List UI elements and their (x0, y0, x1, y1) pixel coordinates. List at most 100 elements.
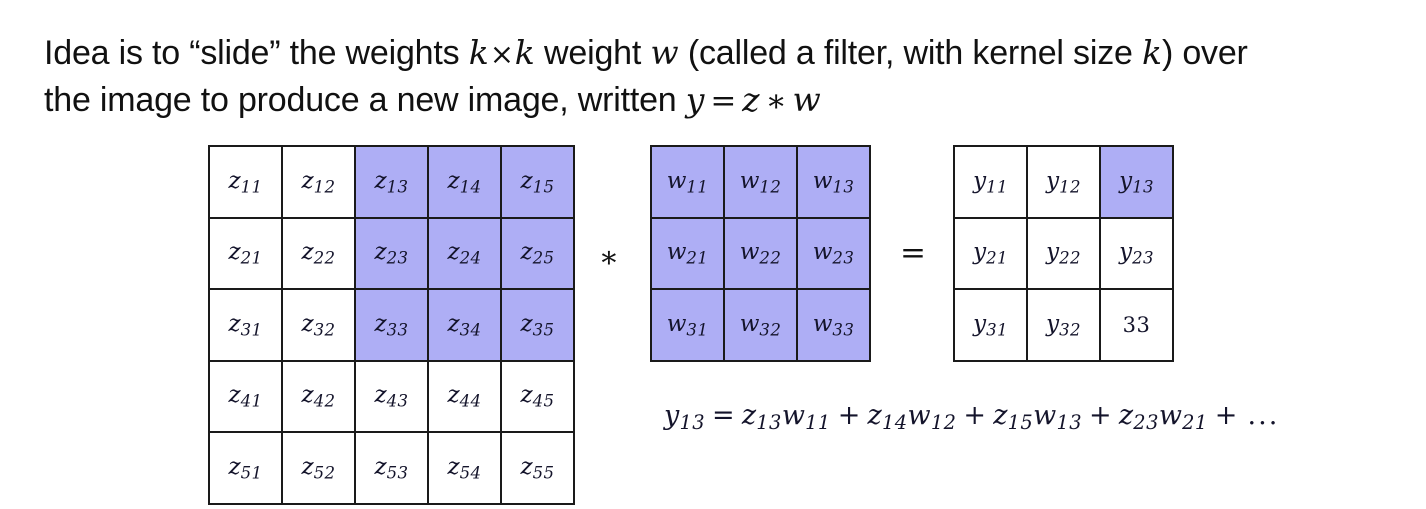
cell-subscript: 32 (759, 320, 782, 340)
term-base: z (741, 400, 757, 431)
text-segment: ) over (1161, 34, 1248, 72)
matrix-cell-z41: z41 (208, 359, 283, 434)
equation-plus: + (963, 400, 987, 431)
cell-base: w (666, 310, 687, 337)
matrix-cell-w11: w11 (650, 145, 725, 219)
term-base: z (867, 400, 882, 431)
cell-subscript: 53 (386, 463, 409, 483)
matrix-cell-w23: w23 (796, 216, 871, 291)
cell-subscript: 54 (459, 463, 482, 483)
term-subscript: 14 (881, 411, 908, 435)
matrix-cell-y13: y13 (1099, 145, 1174, 219)
math-equals-symbol: = (710, 83, 737, 119)
cell-subscript: 11 (686, 176, 709, 196)
matrix-cell-w12: w12 (723, 145, 798, 219)
matrix-cell-y23: y23 (1099, 216, 1174, 291)
cell-base: z (447, 454, 460, 481)
cell-base: z (228, 167, 241, 194)
matrix-cell-y11: y11 (953, 145, 1028, 219)
equation-product-4: z23w21 (1118, 400, 1208, 434)
cell-base: z (447, 310, 460, 337)
equation-plus: + (1214, 400, 1238, 431)
cell-base: y (1119, 167, 1133, 194)
equation-plus: + (1089, 400, 1112, 431)
cell-subscript: 35 (532, 320, 555, 340)
cell-base: z (374, 167, 387, 194)
cell-subscript: 44 (459, 391, 482, 411)
cell-base: z (228, 239, 241, 266)
matrix-cell-z22: z22 (281, 216, 356, 291)
cell-subscript: 43 (386, 391, 409, 411)
cell-subscript: 51 (240, 463, 263, 483)
cell-subscript: 24 (459, 248, 482, 268)
cell-subscript: 31 (240, 320, 263, 340)
cell-base: y (1046, 239, 1060, 266)
equation-product-1: z13w11 (741, 400, 831, 434)
matrix-cell-z25: z25 (500, 216, 575, 291)
matrix-cell-z42: z42 (281, 359, 356, 434)
term-base: z (1118, 400, 1134, 431)
cell-base: z (374, 239, 387, 266)
cell-subscript: 31 (686, 320, 709, 340)
cell-subscript: 41 (240, 391, 263, 411)
matrix-cell-z54: z54 (427, 431, 502, 505)
cell-subscript: 55 (532, 463, 555, 483)
term-subscript: 12 (930, 411, 957, 435)
matrix-cell-y32: y32 (1026, 288, 1101, 362)
matrix-cell-y22: y22 (1026, 216, 1101, 291)
cell-subscript: 32 (1059, 320, 1081, 340)
matrix-cell-z14: z14 (427, 145, 502, 219)
equation-ellipsis: ... (1247, 400, 1280, 431)
math-k-1: k (468, 33, 489, 72)
cell-base: z (228, 382, 241, 409)
cell-subscript: 21 (686, 248, 709, 268)
text-segment: (called a filter, with kernel size (678, 34, 1142, 72)
matrix-cell-z43: z43 (354, 359, 429, 434)
cell-subscript: 31 (986, 320, 1008, 340)
cell-base: z (301, 167, 314, 194)
matrix-cell-z52: z52 (281, 431, 356, 505)
cell-base: z (301, 454, 314, 481)
matrix-cell-z12: z12 (281, 145, 356, 219)
equation-equals: = (712, 400, 735, 431)
cell-subscript: 11 (986, 176, 1008, 196)
cell-subscript: 21 (986, 248, 1008, 268)
cell-subscript: 23 (1132, 248, 1154, 268)
cell-base: z (520, 454, 533, 481)
equation-lhs: y13 (664, 400, 705, 434)
cell-subscript: 23 (832, 248, 855, 268)
math-w-filter: w (792, 80, 821, 119)
matrix-cell-z15: z15 (500, 145, 575, 219)
cell-subscript: 11 (240, 176, 263, 196)
cell-subscript: 13 (832, 176, 855, 196)
cell-base: w (812, 239, 833, 266)
text-segment: weight (534, 34, 651, 72)
matrix-cell-w31: w31 (650, 288, 725, 362)
product-factor-w: w21 (1159, 400, 1208, 434)
cell-base: w (739, 239, 760, 266)
equals-operator: = (900, 235, 926, 271)
cell-subscript: 13 (386, 176, 409, 196)
cell-base: z (447, 382, 460, 409)
text-segment: the image to produce a new image, writte… (44, 81, 686, 119)
product-factor-w: w12 (908, 400, 957, 435)
cell-subscript: 15 (532, 176, 555, 196)
matrix-cell-z32: z32 (281, 288, 356, 362)
cell-subscript: 45 (532, 391, 555, 411)
product-factor-z: z15 (993, 400, 1033, 434)
matrix-cell-z23: z23 (354, 216, 429, 291)
cell-base: w (666, 239, 687, 266)
cell-base: z (301, 239, 314, 266)
term-base: z (993, 400, 1008, 431)
matrix-cell-z35: z35 (500, 288, 575, 362)
cell-base: w (666, 167, 687, 194)
cell-base: z (520, 239, 533, 266)
matrix-cell-z21: z21 (208, 216, 283, 291)
